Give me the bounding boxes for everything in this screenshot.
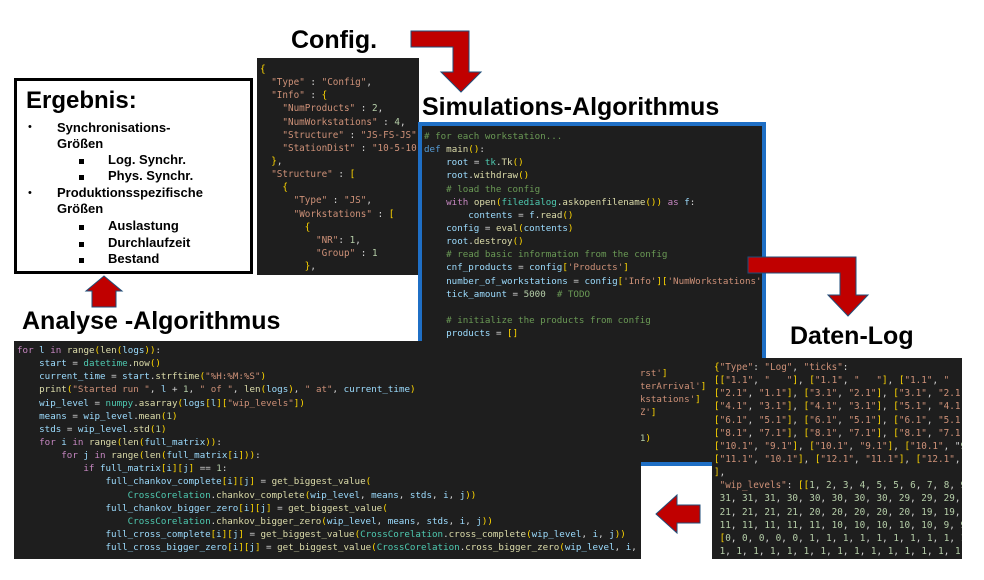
code-line: stds = wip_level.std(1) bbox=[39, 423, 167, 435]
ergebnis-box: Ergebnis: • Synchronisations- Größen Log… bbox=[14, 78, 253, 274]
square-bullet bbox=[79, 225, 84, 230]
ergebnis-item-2-line2: Größen bbox=[57, 201, 104, 216]
code-line: contents = f.read() bbox=[468, 209, 574, 221]
code-line: ["8.1", "7.1"], ["8.1", "7.1"], ["8.1", … bbox=[714, 427, 962, 439]
code-line bbox=[424, 301, 762, 314]
code-line: full_cross_complete[i][j] = get_biggest_… bbox=[105, 528, 626, 540]
ergebnis-subitem-log-synchr: Log. Synchr. bbox=[108, 152, 187, 167]
code-line: 11, 11, 11, 11, 11, 10, 10, 10, 10, 10, … bbox=[719, 519, 962, 531]
analyse-code-panel: for l in range(len(logs)): start = datet… bbox=[14, 341, 641, 559]
code-line: with open(filedialog.askopenfilename()) … bbox=[446, 196, 696, 208]
code-line: "Structure" : [ bbox=[271, 169, 356, 181]
analyse-code: for l in range(len(logs)): start = datet… bbox=[17, 344, 641, 554]
config-code-panel: { "Type" : "Config", "Info" : { "NumProd… bbox=[257, 58, 419, 275]
code-line: # for each workstation... bbox=[424, 131, 563, 142]
square-bullet bbox=[79, 175, 84, 180]
code-line: current_time = start.strftime("%H:%M:%S"… bbox=[39, 371, 267, 383]
ergebnis-item-2-line1: Produktionsspezifische bbox=[57, 185, 203, 200]
analyse-title: Analyse -Algorithmus bbox=[22, 307, 281, 335]
code-line: }, bbox=[271, 155, 283, 167]
elbow-arrow-icon bbox=[747, 256, 870, 317]
code-line: "NumWorkstations" : 4, bbox=[282, 116, 406, 128]
code-line: # load the config bbox=[446, 183, 541, 195]
ergebnis-item-1-line2: Größen bbox=[57, 136, 104, 151]
datenlog-title: Daten-Log bbox=[790, 322, 914, 350]
code-line: means = wip_level.mean(1) bbox=[39, 410, 178, 422]
code-line: "Info" : { bbox=[271, 90, 328, 102]
code-line: root.withdraw() bbox=[446, 170, 530, 182]
elbow-arrow-icon bbox=[410, 30, 483, 93]
code-line: [["1.1", " "], ["1.1", " "], ["1.1", " " bbox=[714, 375, 950, 387]
config-code: { "Type" : "Config", "Info" : { "NumProd… bbox=[260, 63, 419, 273]
code-line: ["6.1", "5.1"], ["6.1", "5.1"], ["6.1", … bbox=[714, 414, 962, 426]
simulation-title: Simulations-Algorithmus bbox=[422, 93, 720, 121]
code-line: root.destroy() bbox=[446, 236, 524, 248]
code-line: ["11.1", "10.1"], ["12.1", "11.1"], ["12… bbox=[714, 453, 961, 465]
code-line: for l in range(len(logs)): bbox=[17, 345, 162, 356]
code-line: "Structure" : "JS-FS-JS", bbox=[282, 129, 419, 141]
code-line: { bbox=[304, 221, 311, 233]
code-line: { bbox=[260, 64, 266, 75]
code-line: wip_level = numpy.asarray(logs[l]["wip_l… bbox=[39, 397, 305, 409]
code-line: def main(): bbox=[424, 144, 485, 156]
code-line: 21, 21, 21, 21, 20, 20, 20, 20, 20, 19, … bbox=[719, 506, 961, 518]
code-line: start = datetime.now() bbox=[39, 358, 161, 370]
ergebnis-title: Ergebnis: bbox=[26, 87, 137, 114]
code-line: cnf_products = config['Products'] bbox=[446, 262, 629, 274]
up-arrow-icon bbox=[84, 275, 124, 308]
code-line: # initialize the products from config bbox=[446, 314, 651, 326]
square-bullet bbox=[79, 258, 84, 263]
code-line: "wip_levels": [[1, 2, 3, 4, 5, 5, 6, 7, … bbox=[719, 480, 962, 492]
ergebnis-subitem-auslastung: Auslastung bbox=[108, 218, 179, 233]
code-line: for j in range(len(full_matrix[i])): bbox=[61, 450, 261, 462]
ergebnis-item-1-line1: Synchronisations- bbox=[57, 120, 171, 135]
code-line: CrossCorelation.chankov_bigger_zero(wip_… bbox=[127, 515, 493, 527]
code-line: CrossCorelation.chankov_complete(wip_lev… bbox=[127, 489, 477, 501]
code-line: for i in range(len(full_matrix)): bbox=[39, 436, 222, 448]
code-line: full_chankov_complete[i][j] = get_bigges… bbox=[105, 476, 372, 488]
config-title: Config. bbox=[291, 26, 378, 54]
code-line: number_of_workstations = config['Info'][… bbox=[446, 275, 762, 287]
code-line: }, bbox=[304, 261, 316, 273]
datenlog-code: {"Type": "Log", "ticks": [["1.1", " "], [… bbox=[714, 361, 962, 558]
code-line: "Type" : "Config", bbox=[271, 77, 372, 89]
code-line: "Workstations" : [ bbox=[293, 208, 395, 220]
code-line: {"Type": "Log", "ticks": bbox=[714, 362, 849, 373]
square-bullet bbox=[79, 242, 84, 247]
code-line: ], bbox=[714, 467, 726, 479]
code-line: [0, 0, 0, 0, 0, 1, 1, 1, 1, 1, 1, 1, 1, … bbox=[719, 532, 962, 544]
code-line: "StationDist" : "10-5-10" bbox=[282, 142, 419, 154]
code-line: full_chankov_bigger_zero[i][j] = get_big… bbox=[105, 502, 388, 514]
code-line: 1, 1, 1, 1, 1, 1, 1, 1, 1, 1, 1, 1, 1, 1… bbox=[719, 545, 962, 557]
code-line: "NumProducts" : 2, bbox=[282, 103, 384, 115]
left-arrow-icon bbox=[655, 493, 701, 535]
code-line: print("Started run ", l + 1, " of ", len… bbox=[39, 384, 416, 396]
code-line: root = tk.Tk() bbox=[446, 157, 524, 169]
code-line: full_cross_bigger_zero[i][j] = get_bigge… bbox=[105, 542, 637, 554]
bullet-dot: • bbox=[28, 187, 32, 199]
code-line: # read basic information from the config bbox=[446, 249, 668, 261]
code-line: if full_matrix[i][j] == 1: bbox=[83, 463, 228, 475]
bullet-dot: • bbox=[28, 121, 32, 133]
datenlog-code-panel: {"Type": "Log", "ticks": [["1.1", " "], [… bbox=[712, 358, 962, 559]
ergebnis-subitem-bestand: Bestand bbox=[108, 251, 160, 266]
code-line: ["4.1", "3.1"], ["4.1", "3.1"], ["5.1", … bbox=[714, 401, 962, 413]
code-line: { bbox=[282, 182, 288, 194]
code-line: "Type" : "JS", bbox=[293, 195, 372, 207]
code-line: "Group" : 1 bbox=[315, 247, 378, 259]
code-line: ["2.1", "1.1"], ["3.1", "2.1"], ["3.1", … bbox=[714, 388, 962, 400]
square-bullet bbox=[79, 159, 84, 164]
ergebnis-subitem-durchlaufzeit: Durchlaufzeit bbox=[108, 235, 191, 250]
code-line: 31, 31, 31, 30, 30, 30, 30, 30, 29, 29, … bbox=[719, 493, 961, 505]
code-line: products = [] bbox=[446, 328, 519, 340]
code-line: tick_amount = 5000 # TODO bbox=[446, 288, 591, 300]
code-line: "NR": 1, bbox=[315, 234, 361, 246]
code-line: ["10.1", "9.1"], ["10.1", "9.1"], ["10.1… bbox=[714, 440, 962, 452]
code-line: config = eval(contents) bbox=[446, 222, 574, 234]
ergebnis-subitem-phys-synchr: Phys. Synchr. bbox=[108, 168, 194, 183]
